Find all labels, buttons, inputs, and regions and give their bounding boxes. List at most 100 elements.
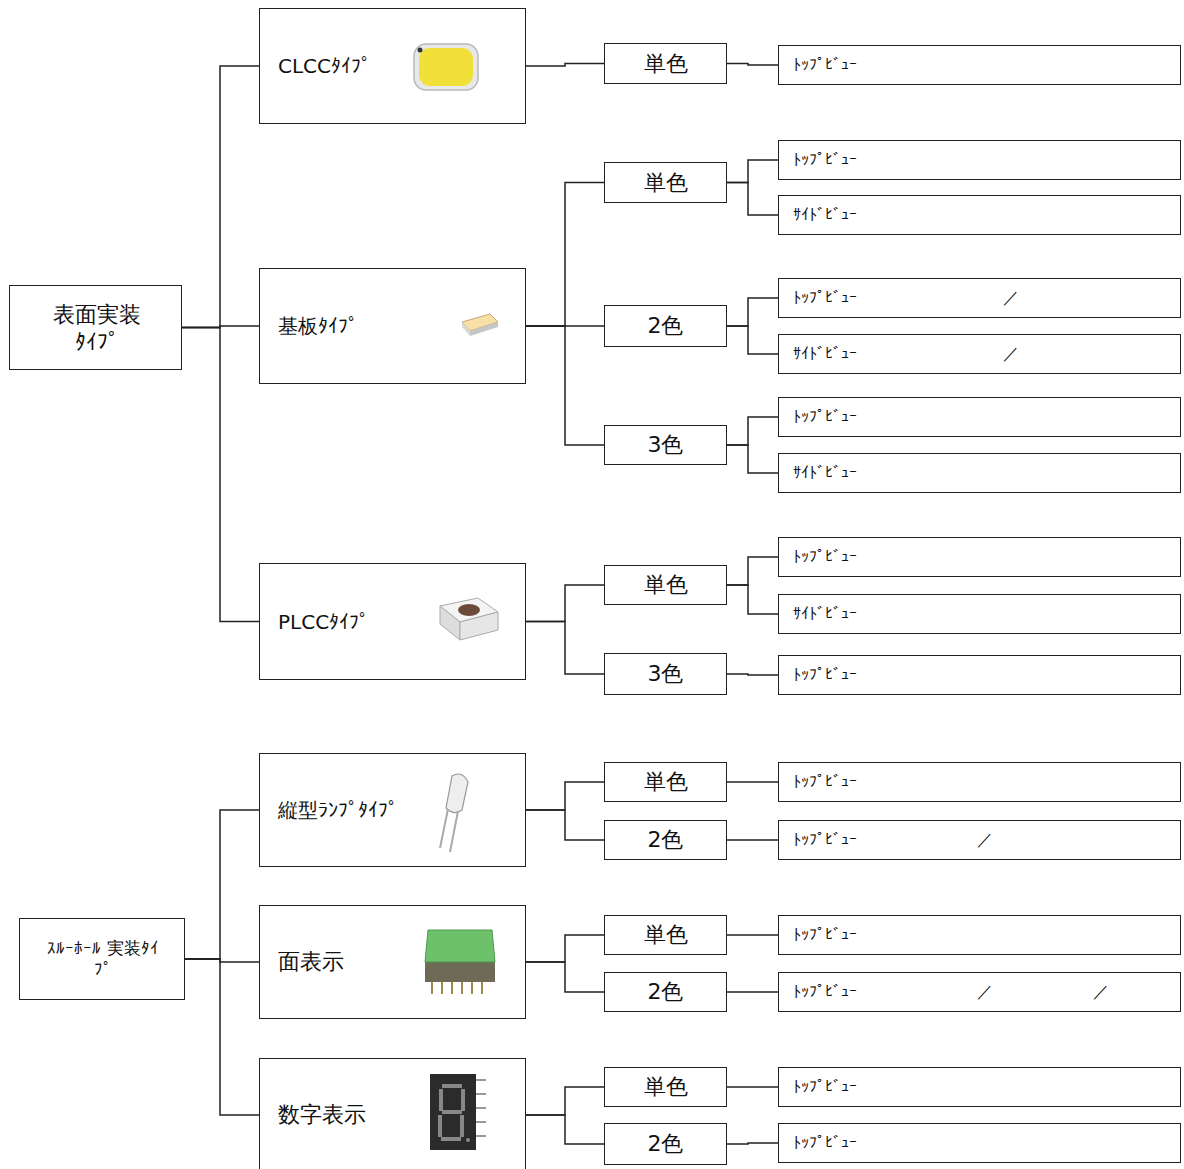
tree-connector: [185, 810, 259, 959]
box-label: ﾄｯﾌﾟﾋﾞｭｰ: [793, 407, 857, 427]
category-box: ﾄｯﾌﾟﾋﾞｭｰ: [778, 397, 1181, 437]
plcc-side: [440, 606, 460, 640]
tree-connector: [727, 298, 778, 326]
tree-connector: [526, 810, 604, 840]
display-pins: [432, 982, 482, 994]
box-label: ｻｲﾄﾞﾋﾞｭｰ: [793, 463, 857, 483]
box-label: ﾄｯﾌﾟﾋﾞｭｰ: [793, 150, 857, 170]
category-box: ﾄｯﾌﾟﾋﾞｭｰ／: [778, 278, 1181, 318]
plcc-led-picture: [440, 598, 498, 640]
category-box: ﾄｯﾌﾟﾋﾞｭｰ: [778, 45, 1181, 85]
category-box: 単色: [604, 915, 727, 955]
box-label: 面表示: [278, 948, 344, 976]
tree-connector: [727, 585, 778, 614]
tree-connector: [727, 1086, 778, 1088]
box-label: ﾄｯﾌﾟﾋﾞｭｰ: [793, 1133, 857, 1153]
box-label: ／: [977, 982, 993, 1002]
box-label: ｻｲﾄﾞﾋﾞｭｰ: [793, 205, 857, 225]
category-box: 基板ﾀｲﾌﾟ: [259, 268, 526, 384]
plcc-front: [460, 612, 498, 640]
box-label: ｻｲﾄﾞﾋﾞｭｰ: [793, 344, 857, 364]
category-box: PLCCﾀｲﾌﾟ: [259, 563, 526, 680]
tree-connector: [727, 326, 778, 354]
box-label: ﾄｯﾌﾟﾋﾞｭｰ: [793, 665, 857, 685]
digit-segments: [438, 1084, 470, 1142]
category-box: 表面実装 ﾀｲﾌﾟ: [9, 285, 182, 370]
tree-connector: [727, 934, 778, 936]
tree-connector: [526, 64, 604, 67]
box-label: 2色: [605, 826, 726, 854]
tree-connector: [727, 991, 778, 993]
box-label: 2色: [605, 312, 726, 340]
box-label: 基板ﾀｲﾌﾟ: [278, 314, 358, 339]
box-label: 単色: [605, 50, 726, 78]
category-box: ｻｲﾄﾞﾋﾞｭｰ: [778, 195, 1181, 235]
box-label: 2色: [605, 978, 726, 1006]
tree-connector: [182, 328, 259, 622]
clcc-phosphor: [419, 48, 473, 86]
category-box: 縦型ﾗﾝﾌﾟﾀｲﾌﾟ: [259, 753, 526, 867]
box-label: 単色: [605, 1073, 726, 1101]
tree-connector: [727, 1143, 778, 1144]
box-label: ／: [977, 830, 993, 850]
chip-front: [470, 322, 498, 336]
tree-connector: [727, 417, 778, 445]
category-box: 2色: [604, 1123, 727, 1165]
box-label: 数字表示: [278, 1101, 366, 1129]
tree-connector: [526, 585, 604, 622]
tree-connector: [727, 674, 778, 675]
category-box: 単色: [604, 565, 727, 605]
category-box: ﾄｯﾌﾟﾋﾞｭｰ／／: [778, 972, 1181, 1012]
tree-connector: [526, 1115, 604, 1144]
face-display-picture: [425, 930, 495, 994]
box-label: ／: [1003, 288, 1019, 308]
tree-connector: [185, 959, 259, 1115]
category-box: 単色: [604, 43, 727, 84]
tree-connector: [727, 557, 778, 585]
box-label: 単色: [605, 571, 726, 599]
box-label: 表面実装 ﾀｲﾌﾟ: [47, 300, 147, 355]
box-label: CLCCﾀｲﾌﾟ: [278, 54, 371, 79]
category-box: ﾄｯﾌﾟﾋﾞｭｰ／: [778, 820, 1181, 860]
lamp-lead: [440, 809, 448, 848]
box-label: 単色: [605, 921, 726, 949]
category-box: ﾄｯﾌﾟﾋﾞｭｰ: [778, 1067, 1181, 1107]
category-box: ｻｲﾄﾞﾋﾞｭｰ: [778, 453, 1181, 493]
category-box: 3色: [604, 653, 727, 695]
box-label: ﾄｯﾌﾟﾋﾞｭｰ: [793, 1077, 857, 1097]
tree-connector: [526, 326, 604, 445]
tree-connector: [727, 839, 778, 841]
category-box: 数字表示: [259, 1058, 526, 1169]
box-label: 2色: [605, 1130, 726, 1158]
tree-connector: [727, 64, 778, 66]
category-box: 面表示: [259, 905, 526, 1019]
category-box: ﾄｯﾌﾟﾋﾞｭｰ: [778, 762, 1181, 802]
category-box: 2色: [604, 972, 727, 1012]
clcc-body: [414, 44, 478, 90]
box-label: ｽﾙｰﾎｰﾙ 実装ﾀｲﾌﾟ: [47, 938, 159, 981]
category-box: CLCCﾀｲﾌﾟ: [259, 8, 526, 124]
box-label: ｻｲﾄﾞﾋﾞｭｰ: [793, 604, 857, 624]
box-label: 3色: [605, 660, 726, 688]
category-box: ﾄｯﾌﾟﾋﾞｭｰ: [778, 1123, 1181, 1163]
digit-pins: [476, 1080, 486, 1136]
plcc-lens: [458, 604, 480, 616]
box-label: ／: [1093, 982, 1109, 1002]
box-label: 単色: [605, 768, 726, 796]
tree-connector: [526, 782, 604, 810]
category-box: ｻｲﾄﾞﾋﾞｭｰ ／: [778, 334, 1181, 374]
clcc-mark: [418, 48, 423, 53]
tree-connector: [727, 160, 778, 183]
box-label: ﾄｯﾌﾟﾋﾞｭｰ: [793, 547, 857, 567]
lamp-lead: [450, 811, 458, 852]
display-face: [425, 930, 495, 962]
box-label: ﾄｯﾌﾟﾋﾞｭｰ: [793, 772, 857, 792]
category-box: 2色: [604, 305, 727, 347]
tree-connector: [727, 781, 778, 783]
box-label: ／: [1003, 344, 1019, 364]
box-label: 縦型ﾗﾝﾌﾟﾀｲﾌﾟ: [278, 798, 398, 823]
category-box: ﾄｯﾌﾟﾋﾞｭｰ: [778, 537, 1181, 577]
category-box: ｽﾙｰﾎｰﾙ 実装ﾀｲﾌﾟ: [19, 918, 185, 1000]
category-box: ﾄｯﾌﾟﾋﾞｭｰ: [778, 140, 1181, 180]
